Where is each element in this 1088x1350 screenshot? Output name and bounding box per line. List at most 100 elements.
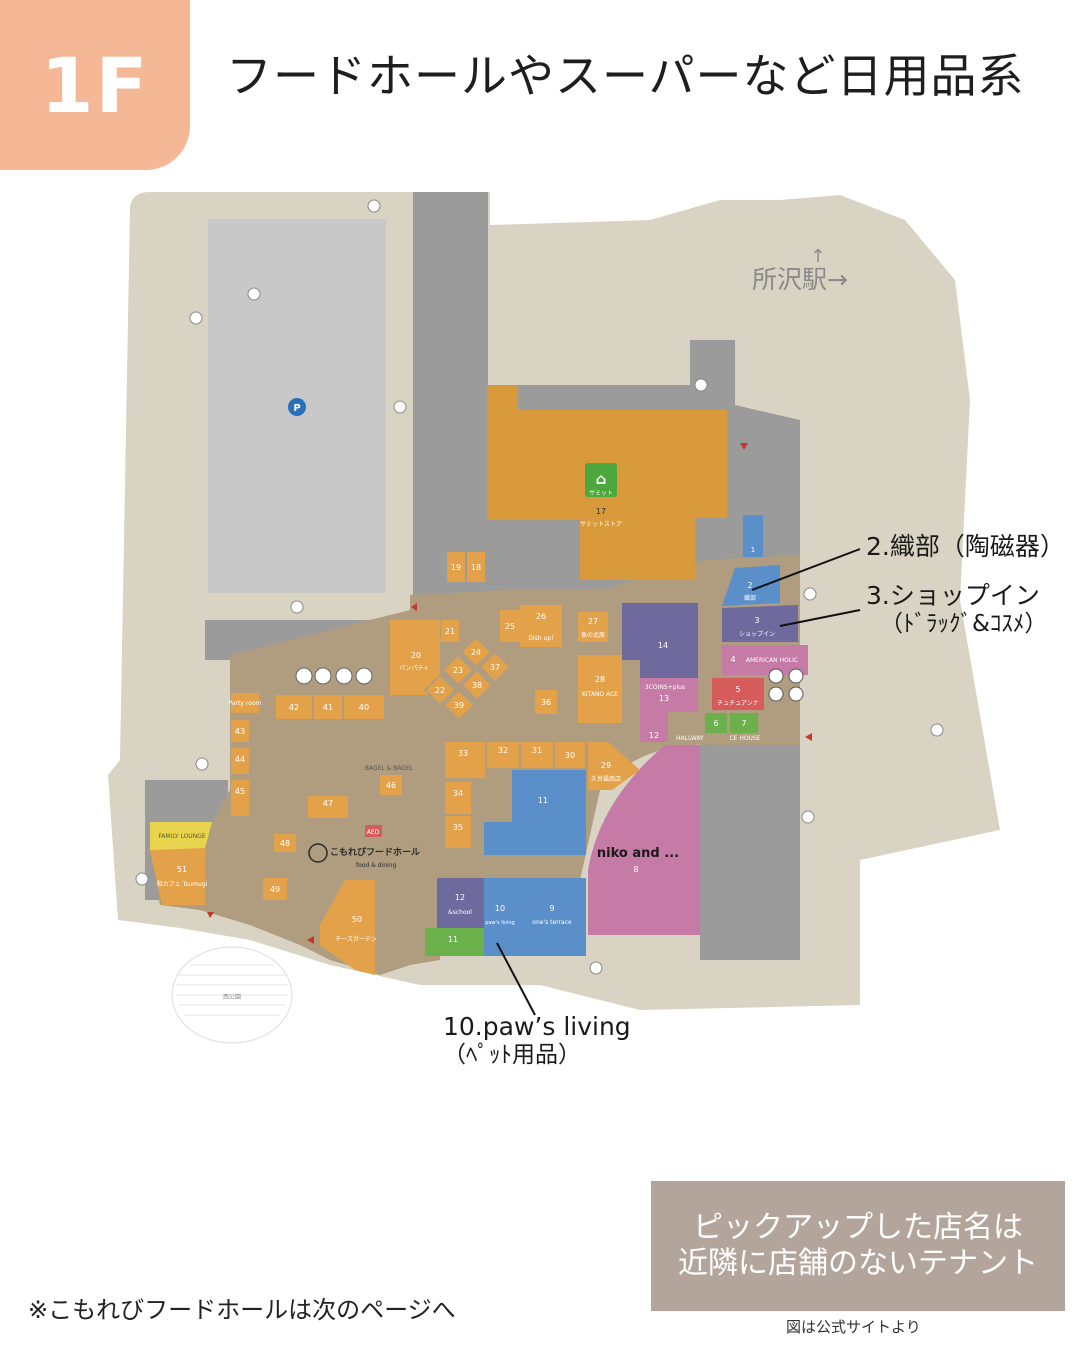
store-27 [578,612,608,642]
food-stores [150,552,640,975]
store-31 [521,742,553,768]
building-block-east [700,740,800,960]
store-1 [743,515,763,557]
store-44 [231,748,249,774]
store-37 [478,650,512,684]
store-43 [231,720,249,742]
food-hall-sub: food & dining [356,862,397,869]
store-46-num: 46 [386,781,396,790]
store-26-num: 26 [536,612,546,621]
store-17-name: サミットストア [580,521,622,528]
store-33 [445,742,485,778]
store-19-num: 19 [451,563,461,572]
store-24-num: 24 [471,648,481,657]
page-title: フードホールやスーパーなど日用品系 [226,49,1025,103]
store-38-num: 38 [472,681,482,690]
store-26-name: Dish up! [528,635,553,642]
store-15 [640,678,698,712]
store-5-name: チュチュアンナ [717,700,759,707]
store-20-name: パンパティ [399,665,429,672]
store-15-num: 13 [659,694,669,703]
store-18-num: 18 [471,563,481,572]
store-27-name: 魚の北辰 [581,631,605,639]
parking-icon [288,398,306,416]
store-4 [722,645,808,675]
store-34 [445,782,471,814]
store-36 [535,690,557,714]
restroom-icon-west [295,667,373,685]
store-5 [712,678,764,710]
store-50-num: 50 [352,915,362,924]
store-12-name: &school [448,909,472,916]
hallway-label: HALLWAY [676,735,704,742]
callout-shopin: 3.ショップイン （ﾄﾞﾗｯｸﾞ&ｺｽﾒ） [866,581,1048,637]
store-40-num: 40 [359,703,369,712]
store-3-num: 3 [754,616,759,625]
store-51-name: 和カフェ Tsumugi [157,880,208,888]
store-31-num: 31 [532,746,542,755]
store-13 [484,770,586,855]
party-room-label: Party room [229,700,262,707]
store-10 [484,878,518,956]
food-hall-name: こもれびフードホール [330,846,420,858]
store-9 [518,878,586,956]
store-43-num: 43 [235,727,245,736]
store-51-num: 51 [177,865,187,874]
store-29-name: 久世福商店 [591,775,621,783]
store-27-num: 27 [588,617,598,626]
store-19 [447,552,465,582]
store-32-num: 32 [498,746,508,755]
store-24 [459,635,493,669]
store-1-num: 1 [751,546,755,554]
store-4-name: AMERICAN HOLIC [746,657,798,664]
store-2-num: 2 [747,581,752,590]
direction-arrow-icon: ↑ [810,246,826,267]
store-47-num: 47 [323,799,333,808]
store-23 [441,653,475,687]
store-15-name: 3COINS+plus [645,684,685,691]
store-33-num: 33 [458,749,468,758]
store-29-num: 29 [601,761,611,770]
store-42 [276,695,312,719]
store-28-num: 28 [595,675,605,684]
store-51 [150,845,205,905]
store-3-name: ショップイン [739,631,775,638]
store-21 [441,620,459,642]
store-30-num: 30 [565,751,575,760]
store-14 [640,712,668,742]
store-party [231,693,259,713]
store-40 [344,695,384,719]
store-50-name: チーズガーデン [335,935,377,943]
store-6 [705,713,727,733]
store-45-num: 45 [235,787,245,796]
store-41 [314,695,342,719]
store-2 [722,565,780,606]
store-48-num: 48 [280,839,290,848]
store-8 [588,745,700,935]
store-17-num: 17 [596,507,606,516]
store-37-num: 37 [490,663,500,672]
store-18 [467,552,485,582]
store-8-name: niko and ... [597,846,679,861]
store-9-num: 9 [549,904,554,913]
info-box: ピックアップした店名は 近隣に店舗のないテナント [651,1181,1065,1311]
store-8-num: 8 [633,865,638,874]
store-14-num: 12 [649,731,659,740]
store-34-num: 34 [453,789,463,798]
callout-shopin-sub: （ﾄﾞﾗｯｸﾞ&ｺｽﾒ） [880,610,1048,637]
store-11 [425,928,484,956]
summit-logo-icon [585,463,617,497]
callout-paws: 10.paw’s living （ﾍﾟｯﾄ用品） [443,1012,631,1068]
store-39-num: 39 [454,701,464,710]
store-10-num: 10 [495,904,505,913]
store-9-name: one's terrace [532,919,572,926]
callout-line-oribe [751,548,861,591]
store-26 [520,605,562,647]
store-5-num: 5 [735,685,740,694]
store-12 [437,878,484,928]
callout-paws-title: 10.paw’s living [443,1012,631,1041]
store-35 [445,816,471,848]
food-hall-logo-icon [308,843,328,863]
store-36-num: 36 [541,698,551,707]
